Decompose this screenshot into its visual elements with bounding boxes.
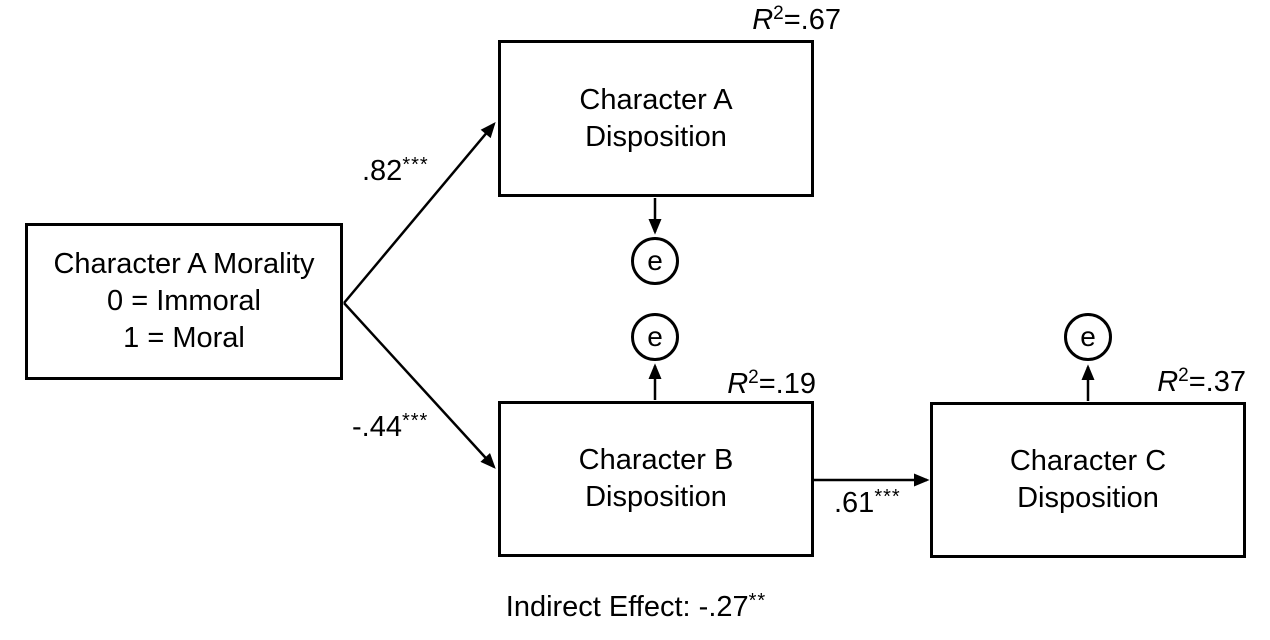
error-term-disposition-a: e [631,237,679,285]
r-squared-disposition-b: R2=.19 [727,367,816,400]
predictor-coding-immoral: 0 = Immoral [107,285,261,317]
coefficient-value: .82 [362,155,403,187]
disposition-c-line2: Disposition [1017,482,1159,514]
error-term-disposition-b: e [631,313,679,361]
r-squared-a-value: =.67 [783,4,841,36]
arrow-morality-to-disposition-a [343,122,496,304]
path-coefficient-b-to-c: .61*** [834,486,901,519]
disposition-c-line1: Character C [1009,445,1167,477]
r-exponent: 2 [773,3,784,24]
predictor-coding-moral: 1 = Moral [123,322,245,354]
error-term-label: e [1080,321,1096,352]
r-squared-disposition-c: R2=.37 [1157,365,1246,398]
error-term-label: e [647,245,663,276]
box-character-a-disposition: Character A Disposition [498,40,814,197]
significance-stars: *** [402,154,429,176]
coefficient-value: -.44 [352,411,402,443]
r-symbol: R [1157,366,1179,398]
disposition-a-line1: Character A [579,83,733,116]
r-squared-c-value: =.37 [1188,366,1246,398]
significance-stars: *** [401,410,429,432]
disposition-b-line1: Character B [578,444,734,476]
significance-stars: ** [748,590,767,612]
path-coefficient-morality-to-a: .82*** [362,154,429,187]
r-symbol: R [752,4,774,36]
error-term-label: e [647,321,663,352]
predictor-title: Character A Morality [53,248,315,280]
box-character-a-morality: Character A Morality 0 = Immoral 1 = Mor… [25,223,343,380]
coefficient-value: .61 [834,487,875,519]
r-symbol: R [727,368,749,400]
indirect-effect-label: Indirect Effect: -.27** [436,590,836,624]
error-term-disposition-c: e [1064,313,1112,361]
r-exponent: 2 [748,367,759,388]
r-exponent: 2 [1178,365,1189,386]
indirect-effect-value: -.27 [698,591,749,623]
path-coefficient-morality-to-b: -.44*** [352,410,429,443]
indirect-effect-text: Indirect Effect: [505,591,699,623]
box-character-c-disposition: Character C Disposition [930,402,1246,558]
arrow-morality-to-disposition-b [343,302,496,469]
r-squared-disposition-a: R2=.67 [752,3,841,36]
significance-stars: *** [874,486,901,508]
r-squared-b-value: =.19 [758,368,816,400]
disposition-a-line2: Disposition [585,120,727,153]
box-character-b-disposition: Character B Disposition [498,401,814,557]
disposition-b-line2: Disposition [585,481,727,513]
